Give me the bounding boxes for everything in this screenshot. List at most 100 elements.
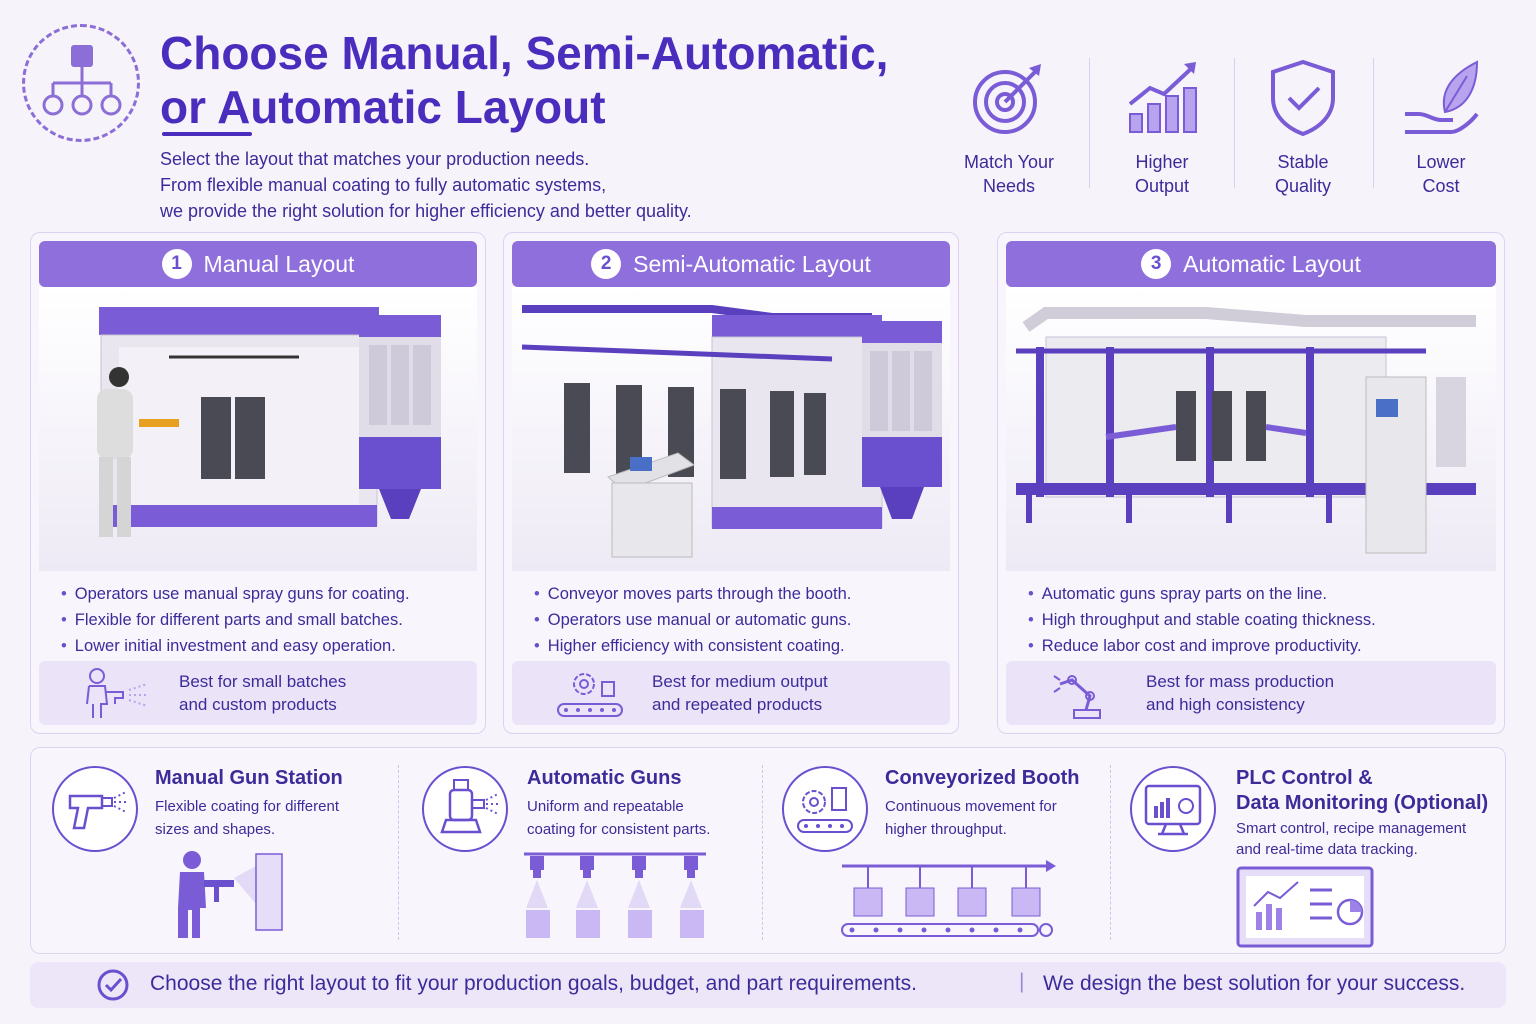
leaf-hand-icon	[1405, 60, 1479, 134]
feature-title: Automatic Guns	[527, 767, 682, 789]
feature-desc-line: Uniform and repeatable	[527, 798, 684, 815]
automatic-guns-row-illustration	[524, 852, 706, 938]
card-bullets: Automatic guns spray parts on the line. …	[1028, 581, 1376, 659]
footer-banner	[30, 962, 1506, 1008]
manual-booth-illustration	[39, 287, 477, 571]
operator-spray-icon	[86, 668, 149, 718]
divider	[762, 765, 763, 940]
bullet-item: Higher efficiency with consistent coatin…	[534, 633, 851, 659]
card-header: 3 Automatic Layout	[1006, 241, 1496, 287]
subtitle-line: From flexible manual coating to fully au…	[160, 175, 607, 195]
automatic-line-illustration	[1006, 287, 1496, 571]
subtitle-line: we provide the right solution for higher…	[160, 201, 692, 221]
card-number: 1	[161, 249, 192, 279]
gear-conveyor-icon	[557, 673, 623, 717]
best-for-banner: Best for medium output and repeated prod…	[512, 661, 950, 725]
conveyor-line-illustration	[841, 860, 1056, 937]
card-semi-automatic-layout[interactable]: 2 Semi-Automatic Layout	[503, 232, 959, 734]
feature-desc-line: sizes and shapes.	[155, 821, 276, 838]
footer-left-text: Choose the right layout to fit your prod…	[150, 972, 917, 995]
title-line-1: Choose Manual, Semi-Automatic,	[160, 27, 889, 79]
feature-desc-line: Continuous movement for	[885, 798, 1057, 815]
bullet-item: Operators use manual or automatic guns.	[534, 607, 852, 633]
feature-automatic-guns: Automatic Guns Uniform and repeatable co…	[527, 766, 757, 841]
benefit-label: Needs	[982, 176, 1036, 196]
best-for-banner: Best for mass production and high consis…	[1006, 661, 1496, 725]
divider	[1110, 765, 1111, 940]
feature-desc-line: higher throughput.	[885, 821, 1007, 838]
footer-divider: |	[1019, 970, 1025, 993]
page-subtitle: Select the layout that matches your prod…	[160, 146, 860, 224]
feature-conveyorized-booth: Conveyorized Booth Continuous movement f…	[885, 766, 1105, 841]
bullet-item: Flexible for different parts and small b…	[61, 607, 410, 633]
feature-icon-badge	[1130, 766, 1216, 852]
best-for-line: Best for mass production	[1146, 672, 1335, 691]
feature-title: Manual Gun Station	[155, 767, 343, 789]
best-for-line: and high consistency	[1146, 695, 1305, 714]
best-for-line: Best for small batches	[179, 672, 347, 691]
benefit-label: Higher	[1135, 152, 1189, 172]
shield-check-icon	[1271, 59, 1335, 137]
semi-automatic-booth-illustration	[512, 287, 950, 571]
operator-spraying-panel-illustration	[178, 851, 283, 938]
benefit-label: Output	[1134, 176, 1190, 196]
footer-right-text: We design the best solution for your suc…	[1043, 972, 1466, 995]
subtitle-line: Select the layout that matches your prod…	[160, 149, 590, 169]
card-automatic-layout[interactable]: 3 Automatic Layout Automatic guns spr	[997, 232, 1505, 734]
divider	[398, 765, 399, 940]
bullet-item: Operators use manual spray guns for coat…	[61, 581, 410, 607]
bullet-item: Lower initial investment and easy operat…	[61, 633, 410, 659]
best-for-line: Best for medium output	[652, 672, 828, 691]
conveyor-booth-icon	[797, 787, 853, 833]
feature-icon-badge	[782, 766, 868, 852]
title-line-2: or Automatic Layout	[160, 81, 606, 133]
benefit-label: Match Your	[963, 152, 1055, 172]
check-circle-icon	[97, 969, 129, 1001]
feature-plc-control: PLC Control & Data Monitoring (Optional)…	[1236, 766, 1498, 860]
bullet-item: Reduce labor cost and improve productivi…	[1028, 633, 1376, 659]
logo-badge	[22, 24, 140, 142]
hierarchy-icon	[42, 45, 122, 116]
feature-title: Data Monitoring (Optional)	[1236, 792, 1489, 814]
divider	[1373, 58, 1374, 188]
automatic-gun-icon	[440, 779, 500, 834]
feature-manual-gun-station: Manual Gun Station Flexible coating for …	[155, 766, 385, 841]
feature-title: PLC Control &	[1236, 767, 1373, 789]
card-bullets: Operators use manual spray guns for coat…	[61, 581, 410, 659]
feature-desc-line: coating for consistent parts.	[527, 821, 711, 838]
bullet-item: Conveyor moves parts through the booth.	[534, 581, 852, 607]
divider	[1089, 58, 1090, 188]
card-number: 2	[591, 249, 622, 279]
card-title: Automatic Layout	[1183, 250, 1361, 277]
card-bullets: Conveyor moves parts through the booth. …	[534, 581, 852, 659]
bullet-item: Automatic guns spray parts on the line.	[1028, 581, 1376, 607]
benefit-label: Stable	[1277, 152, 1329, 172]
feature-desc-line: Flexible coating for different	[155, 798, 339, 815]
dashboard-screen-illustration	[1236, 866, 1374, 948]
growth-chart-icon	[1128, 62, 1197, 133]
card-header: 2 Semi-Automatic Layout	[512, 241, 950, 287]
best-for-line: and repeated products	[652, 695, 823, 714]
card-title: Manual Layout	[203, 250, 355, 277]
card-header: 1 Manual Layout	[39, 241, 477, 287]
best-for-line: and custom products	[179, 695, 337, 714]
bullet-item: High throughput and stable coating thick…	[1028, 607, 1376, 633]
card-manual-layout[interactable]: 1 Manual Layout Operators use manual	[30, 232, 486, 734]
feature-icon-badge	[52, 766, 138, 852]
benefit-label: Lower	[1416, 152, 1466, 172]
benefit-label: Quality	[1274, 176, 1332, 196]
best-for-banner: Best for small batches and custom produc…	[39, 661, 477, 725]
card-number: 3	[1141, 249, 1172, 279]
feature-title: Conveyorized Booth	[885, 767, 1080, 789]
spray-gun-icon	[68, 791, 128, 830]
page-title: Choose Manual, Semi-Automatic, or Automa…	[160, 26, 940, 134]
monitor-dashboard-icon	[1144, 784, 1202, 836]
feature-desc-line: and real-time data tracking.	[1236, 841, 1418, 858]
target-icon	[973, 64, 1041, 134]
card-title: Semi-Automatic Layout	[633, 250, 871, 277]
feature-icon-badge	[422, 766, 508, 852]
